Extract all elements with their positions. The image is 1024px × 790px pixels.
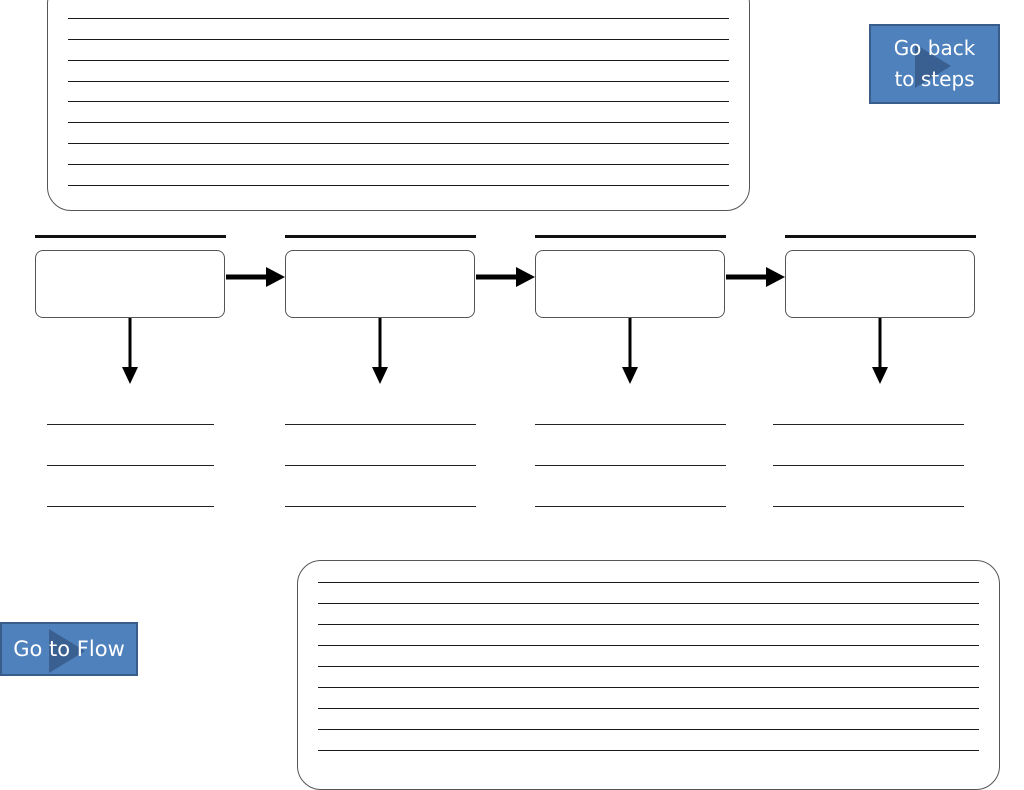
step-title-line[interactable] — [35, 235, 226, 238]
arrow-down-icon — [372, 318, 388, 384]
play-triangle-icon — [49, 629, 85, 673]
notes-line — [318, 582, 979, 583]
detail-line[interactable] — [47, 465, 214, 466]
notes-line — [68, 143, 729, 144]
detail-line[interactable] — [285, 506, 476, 507]
notes-line — [318, 624, 979, 625]
notes-line — [318, 729, 979, 730]
detail-line[interactable] — [535, 424, 726, 425]
notes-line — [318, 750, 979, 751]
notes-line — [68, 185, 729, 186]
arrow-right-icon — [476, 267, 535, 287]
arrow-right-icon — [726, 267, 785, 287]
detail-line[interactable] — [535, 465, 726, 466]
go-to-flow-button[interactable]: Go to Flow — [0, 622, 138, 676]
arrow-down-icon — [872, 318, 888, 384]
step-box[interactable] — [785, 250, 975, 318]
notes-line — [318, 666, 979, 667]
detail-line[interactable] — [285, 424, 476, 425]
notes-line — [318, 708, 979, 709]
notes-line — [318, 645, 979, 646]
step-box[interactable] — [285, 250, 475, 318]
play-triangle-icon — [915, 44, 951, 88]
notes-line — [68, 18, 729, 19]
notes-line — [68, 60, 729, 61]
notes-line — [318, 603, 979, 604]
notes-box-bottom — [297, 560, 1000, 790]
step-title-line[interactable] — [535, 235, 726, 238]
notes-line — [68, 164, 729, 165]
detail-line[interactable] — [535, 506, 726, 507]
detail-line[interactable] — [285, 465, 476, 466]
detail-line[interactable] — [773, 465, 964, 466]
step-box[interactable] — [35, 250, 225, 318]
step-title-line[interactable] — [285, 235, 476, 238]
detail-line[interactable] — [773, 506, 964, 507]
notes-line — [68, 122, 729, 123]
detail-line[interactable] — [773, 424, 964, 425]
detail-line[interactable] — [47, 424, 214, 425]
notes-line — [318, 687, 979, 688]
notes-line — [68, 101, 729, 102]
go-to-flow-label: Go to Flow — [13, 636, 125, 661]
go-back-to-steps-button[interactable]: Go back to steps — [869, 24, 1000, 104]
step-box[interactable] — [535, 250, 725, 318]
step-title-line[interactable] — [785, 235, 976, 238]
notes-line — [68, 39, 729, 40]
arrow-right-icon — [226, 267, 285, 287]
arrow-down-icon — [622, 318, 638, 384]
notes-line — [68, 81, 729, 82]
detail-line[interactable] — [47, 506, 214, 507]
arrow-down-icon — [122, 318, 138, 384]
go-back-to-steps-label: Go back to steps — [893, 36, 976, 91]
notes-box-top — [47, 0, 750, 211]
